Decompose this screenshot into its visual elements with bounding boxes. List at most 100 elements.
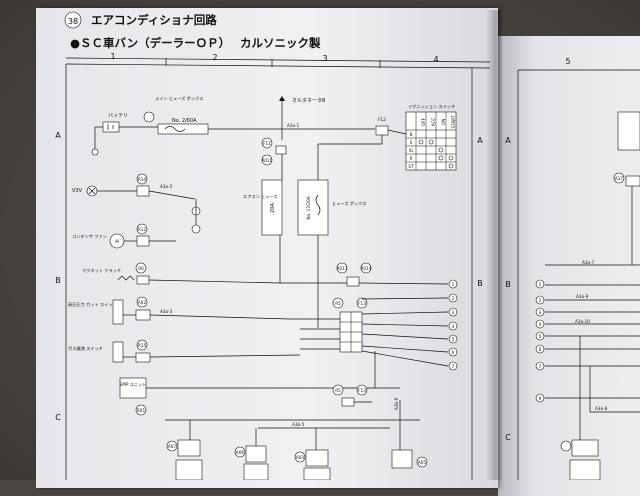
connector-f12: [375, 125, 389, 136]
connector-label: A02: [138, 300, 147, 305]
battery-label: バッテリ: [108, 113, 128, 119]
connector-block: [571, 439, 599, 457]
terminal-circle: [535, 279, 545, 289]
terminal-label: 4: [539, 322, 542, 327]
connector-block: [275, 145, 287, 155]
wire-code: A3a-3: [160, 309, 173, 314]
ignition-col-label: START: [451, 115, 456, 128]
ignition-row-label: IG: [409, 148, 413, 153]
connector-circle: [332, 297, 344, 309]
connector-circle: [613, 172, 625, 184]
contact-dot: [428, 139, 434, 145]
ignition-row-label: R: [410, 156, 413, 161]
terminal-label: 2: [452, 296, 455, 301]
wire-code: A3a-8: [595, 406, 608, 411]
connector-block: [136, 235, 150, 247]
connector-block: [177, 439, 201, 457]
terminal-circle: [448, 293, 458, 303]
connector-circle: [234, 446, 246, 458]
fuse-rating: 20A: [270, 203, 276, 213]
terminal-label: 1: [539, 282, 542, 287]
terminal-label: 1: [452, 282, 455, 287]
component-box: [617, 111, 640, 151]
connector-label: A03: [296, 455, 305, 460]
connector-block: [305, 449, 329, 467]
connector-circle: [261, 137, 273, 149]
fuse-60a-label: No. 2/60A: [172, 118, 197, 124]
ac-fuse-label: エアコン ヒューズ: [243, 193, 278, 200]
column-label: 1: [110, 52, 115, 61]
wire-code: A3a-1: [287, 123, 300, 128]
pressure-switch-icon: [112, 341, 124, 363]
wire: [361, 345, 449, 353]
ignition-row-label: ST: [408, 164, 414, 169]
connector-label: R5: [335, 388, 341, 393]
wire-code: A3a-9: [576, 294, 589, 299]
connector-circle: [135, 404, 147, 416]
row-label: A: [505, 136, 511, 145]
row-label: C: [505, 433, 511, 442]
terminal-circle: [535, 393, 545, 403]
connector-label: A014: [361, 266, 372, 271]
row-label: B: [55, 276, 61, 285]
high-pressure-switch-label: 高圧圧力 カット スイッチ: [68, 301, 117, 308]
connector-label: A06: [236, 450, 245, 455]
contact-dot: [418, 139, 424, 145]
connector-block: [135, 309, 151, 321]
connector-circle: [261, 154, 273, 166]
connector-label: A05: [418, 460, 427, 465]
connector-block: [245, 445, 267, 463]
connector-circle: [294, 451, 306, 463]
contact-dot: [448, 163, 454, 169]
wire-code: A3a-10: [575, 319, 590, 324]
fuse-box-17: [297, 179, 329, 236]
connector-circle: [136, 296, 148, 308]
wire: [361, 323, 449, 327]
terminal-label: 7: [539, 364, 542, 369]
component-box: [303, 467, 331, 480]
connector-label: A013: [337, 266, 348, 271]
terminal-circle: [535, 361, 545, 371]
terminal-label: 6: [539, 347, 542, 352]
arrow-up-icon: [279, 96, 285, 101]
contact-dot: [438, 155, 444, 161]
connector-label: R12: [138, 227, 147, 232]
row-label: B: [505, 280, 511, 289]
wire: [149, 354, 301, 358]
right-page: [498, 36, 640, 496]
connector-circle: [416, 456, 428, 468]
wire: [361, 311, 449, 315]
column-label: 4: [433, 55, 438, 64]
connector-label: F11: [263, 141, 271, 146]
connector-label: R01: [137, 408, 146, 413]
row-label: C: [55, 413, 61, 422]
coil-icon: [117, 275, 135, 281]
battery-symbol: [102, 121, 120, 133]
connector-circle: [136, 339, 148, 351]
row-label: A: [477, 136, 483, 145]
terminal-label: 2: [539, 298, 542, 303]
contact-dot: [438, 147, 444, 153]
terminal-label: 3: [539, 310, 542, 315]
fuse-rating: No. 17/20A: [306, 196, 311, 219]
column-label: 2: [212, 53, 217, 62]
connector-label: R10: [138, 177, 147, 182]
ground-icon: [91, 148, 99, 156]
terminal-circle: [448, 361, 458, 371]
terminal-circle: [535, 307, 545, 317]
ignition-row-label: B: [410, 132, 413, 137]
pressure-switch-icon: [112, 299, 124, 325]
terminal-label: 4: [452, 324, 455, 329]
left-page: [36, 8, 498, 488]
connector-circle: [356, 297, 368, 309]
ac-fuse-box: [261, 179, 283, 236]
magnet-clutch-label: マグネット クラッチ: [82, 267, 121, 274]
wire-code: A3a-2: [160, 184, 173, 189]
emp-unit-box: [119, 377, 147, 399]
terminal-label: 7: [452, 364, 455, 369]
main-fuse-box-label: メイン ヒューズ ボックス: [155, 95, 203, 102]
connector-label: R5: [335, 301, 341, 306]
maker-label: カルソニック製: [240, 36, 321, 50]
column-label: 5: [565, 57, 570, 66]
connector-label: A07: [168, 444, 177, 449]
